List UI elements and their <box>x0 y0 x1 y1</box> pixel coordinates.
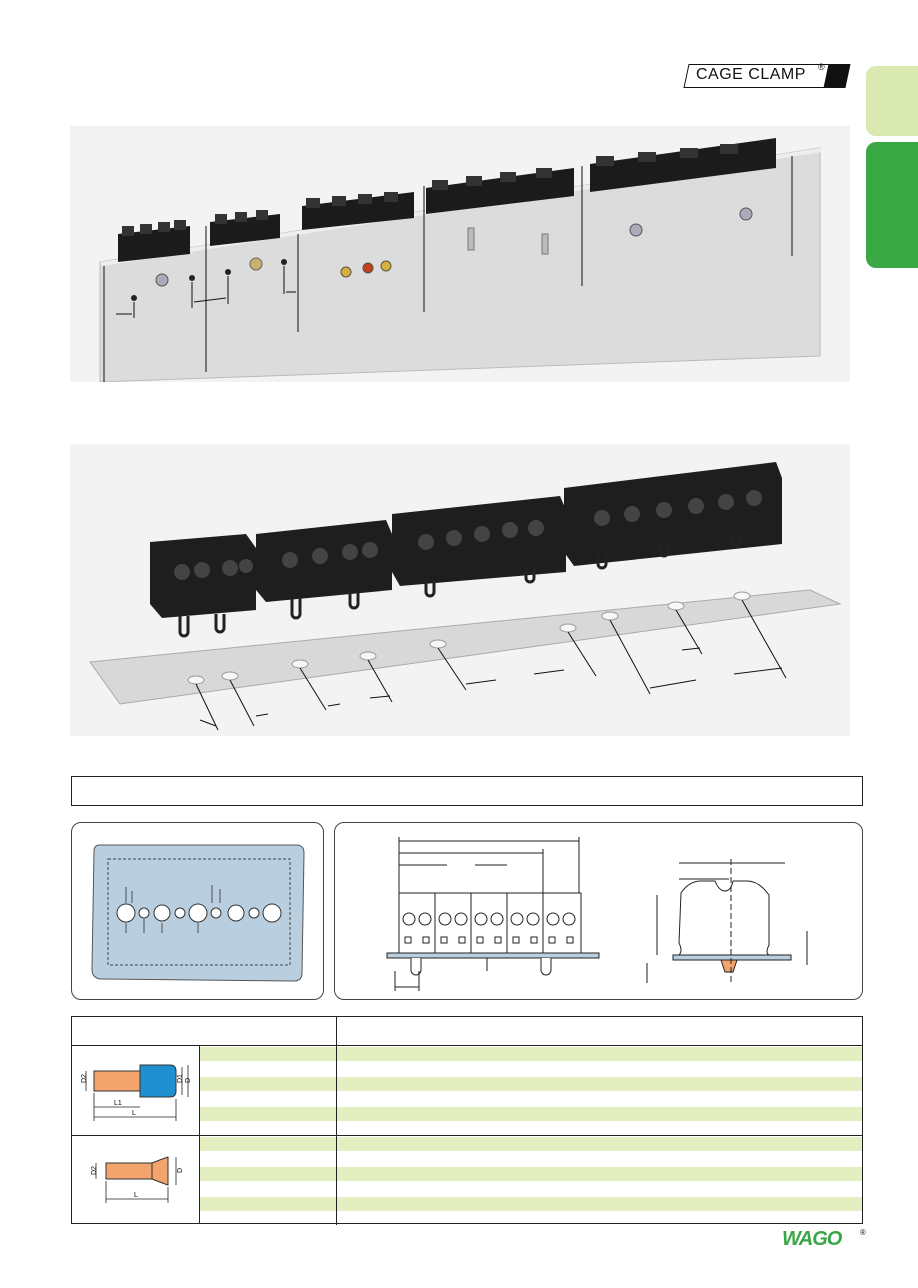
logo-text: CAGE CLAMP <box>696 66 806 83</box>
table-row <box>200 1152 862 1166</box>
mounting-plate-diagram-panel <box>71 822 324 1000</box>
svg-text:D: D <box>185 1078 192 1083</box>
logo-black-bar <box>823 64 851 88</box>
table-row <box>200 1077 862 1091</box>
mounting-plate-diagram <box>91 844 305 982</box>
caption-box <box>71 776 863 806</box>
table-row <box>200 1182 862 1196</box>
table-row <box>200 1197 862 1211</box>
svg-text:D: D <box>177 1168 184 1173</box>
table-header <box>72 1017 862 1046</box>
svg-text:D2: D2 <box>91 1166 98 1175</box>
svg-text:L: L <box>134 1192 138 1199</box>
insulated-ferrule-diagram: D2 D1 D L1 L <box>81 1064 192 1121</box>
bottom-rail-illustration <box>89 462 842 731</box>
terminal-blocks-bottom <box>150 462 782 618</box>
terminal-blocks <box>118 138 776 262</box>
table-row <box>200 1211 862 1225</box>
table-row <box>200 1062 862 1076</box>
front-view-drawing <box>386 837 600 991</box>
side-view-drawing <box>646 859 808 983</box>
section-tab-active[interactable] <box>866 142 918 268</box>
top-rail-illustration <box>99 138 822 386</box>
table-row <box>200 1121 862 1135</box>
section-tab-light[interactable] <box>866 66 918 136</box>
table-row <box>200 1092 862 1106</box>
uninsulated-ferrule-diagram: D2 D L <box>91 1156 184 1203</box>
table-row <box>200 1107 862 1121</box>
brand-text: WAGO <box>782 1228 842 1250</box>
dimension-drawing-panel <box>334 822 863 1000</box>
svg-text:D2: D2 <box>81 1074 88 1083</box>
bottom-rail-photo <box>70 444 850 736</box>
svg-text:L: L <box>132 1110 136 1117</box>
svg-text:D1: D1 <box>177 1074 184 1083</box>
table-row <box>200 1047 862 1061</box>
logo-registered-mark: ® <box>818 62 825 72</box>
top-rail-photo <box>70 126 850 386</box>
cage-clamp-logo: CAGE CLAMP ® <box>683 62 837 88</box>
svg-text:L1: L1 <box>114 1100 122 1107</box>
table-row <box>200 1137 862 1151</box>
table-row <box>200 1167 862 1181</box>
ferrule-table: D2 D1 D L1 L D2 D L <box>71 1016 863 1225</box>
wago-logo: WAGO ® <box>782 1228 866 1252</box>
dimension-drawings <box>386 837 808 991</box>
brand-registered-mark: ® <box>860 1228 866 1237</box>
